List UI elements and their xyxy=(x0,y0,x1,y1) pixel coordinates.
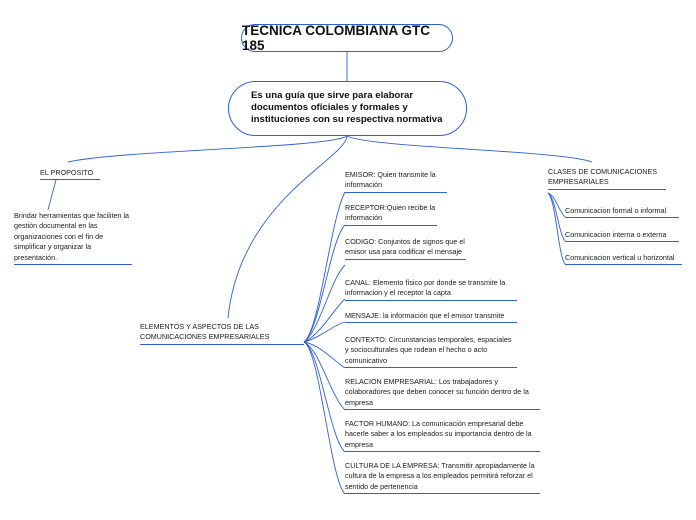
canal-node[interactable]: CANAL: Elemento físico por donde se tran… xyxy=(345,278,517,301)
line-to-clase-2 xyxy=(547,192,566,242)
emisor-node[interactable]: EMISOR: Quien transmite la información xyxy=(345,170,447,193)
factor-humano-node[interactable]: FACTOR HUMANO: La comunicación empresari… xyxy=(345,419,540,453)
relacion-empresarial-node[interactable]: RELACION EMPRESARIAL: Los trabajadores y… xyxy=(345,377,540,411)
contexto-node[interactable]: CONTEXTO: Circunstancias temporales, esp… xyxy=(345,335,517,369)
cultura-empresa-node[interactable]: CULTURA DE LA EMPRESA: Transmitir apropi… xyxy=(345,461,540,495)
codigo-node[interactable]: CODIGO: Conjuntos de signos que el emiso… xyxy=(345,237,466,260)
receptor-node[interactable]: RECEPTOR:Quien recibe la información xyxy=(345,203,437,226)
line-to-contexto xyxy=(303,341,346,369)
elementos-node[interactable]: ELEMENTOS Y ASPECTOS DE LAS COMUNICACION… xyxy=(140,322,304,345)
line-to-mensaje xyxy=(303,321,346,343)
definition-node[interactable]: Es una guía que sirve para elaborar docu… xyxy=(228,81,467,136)
proposito-text-node[interactable]: Brindar herramientas que faciliten la ge… xyxy=(14,211,132,266)
clase-interna-node[interactable]: Comunicacion interna o externa xyxy=(565,230,679,243)
line-to-elementos xyxy=(227,135,348,319)
mensaje-node[interactable]: MENSAJE: la información que el emisor tr… xyxy=(345,311,517,324)
proposito-node[interactable]: EL PROPOSITO xyxy=(40,168,100,181)
map-title[interactable]: TECNICA COLOMBIANA GTC 185 xyxy=(241,23,453,53)
line-to-canal xyxy=(303,298,346,343)
line-to-relacion xyxy=(303,341,346,411)
line-to-proposito-text xyxy=(47,179,57,211)
line-to-codigo xyxy=(303,264,346,343)
clase-formal-node[interactable]: Comunicacion formal o informal xyxy=(565,206,679,219)
line-to-clase-3 xyxy=(547,192,566,265)
line-to-clases xyxy=(346,135,593,163)
clase-vertical-node[interactable]: Comunicacion vertical u horizontal xyxy=(565,253,682,266)
line-to-factor xyxy=(303,341,346,453)
line-to-emisor xyxy=(303,191,346,343)
line-to-cultura xyxy=(303,341,346,495)
line-to-receptor xyxy=(303,224,346,343)
clases-node[interactable]: CLASES DE COMUNICACIONES EMPRESARIALES xyxy=(548,167,666,190)
line-to-proposito xyxy=(67,135,348,163)
